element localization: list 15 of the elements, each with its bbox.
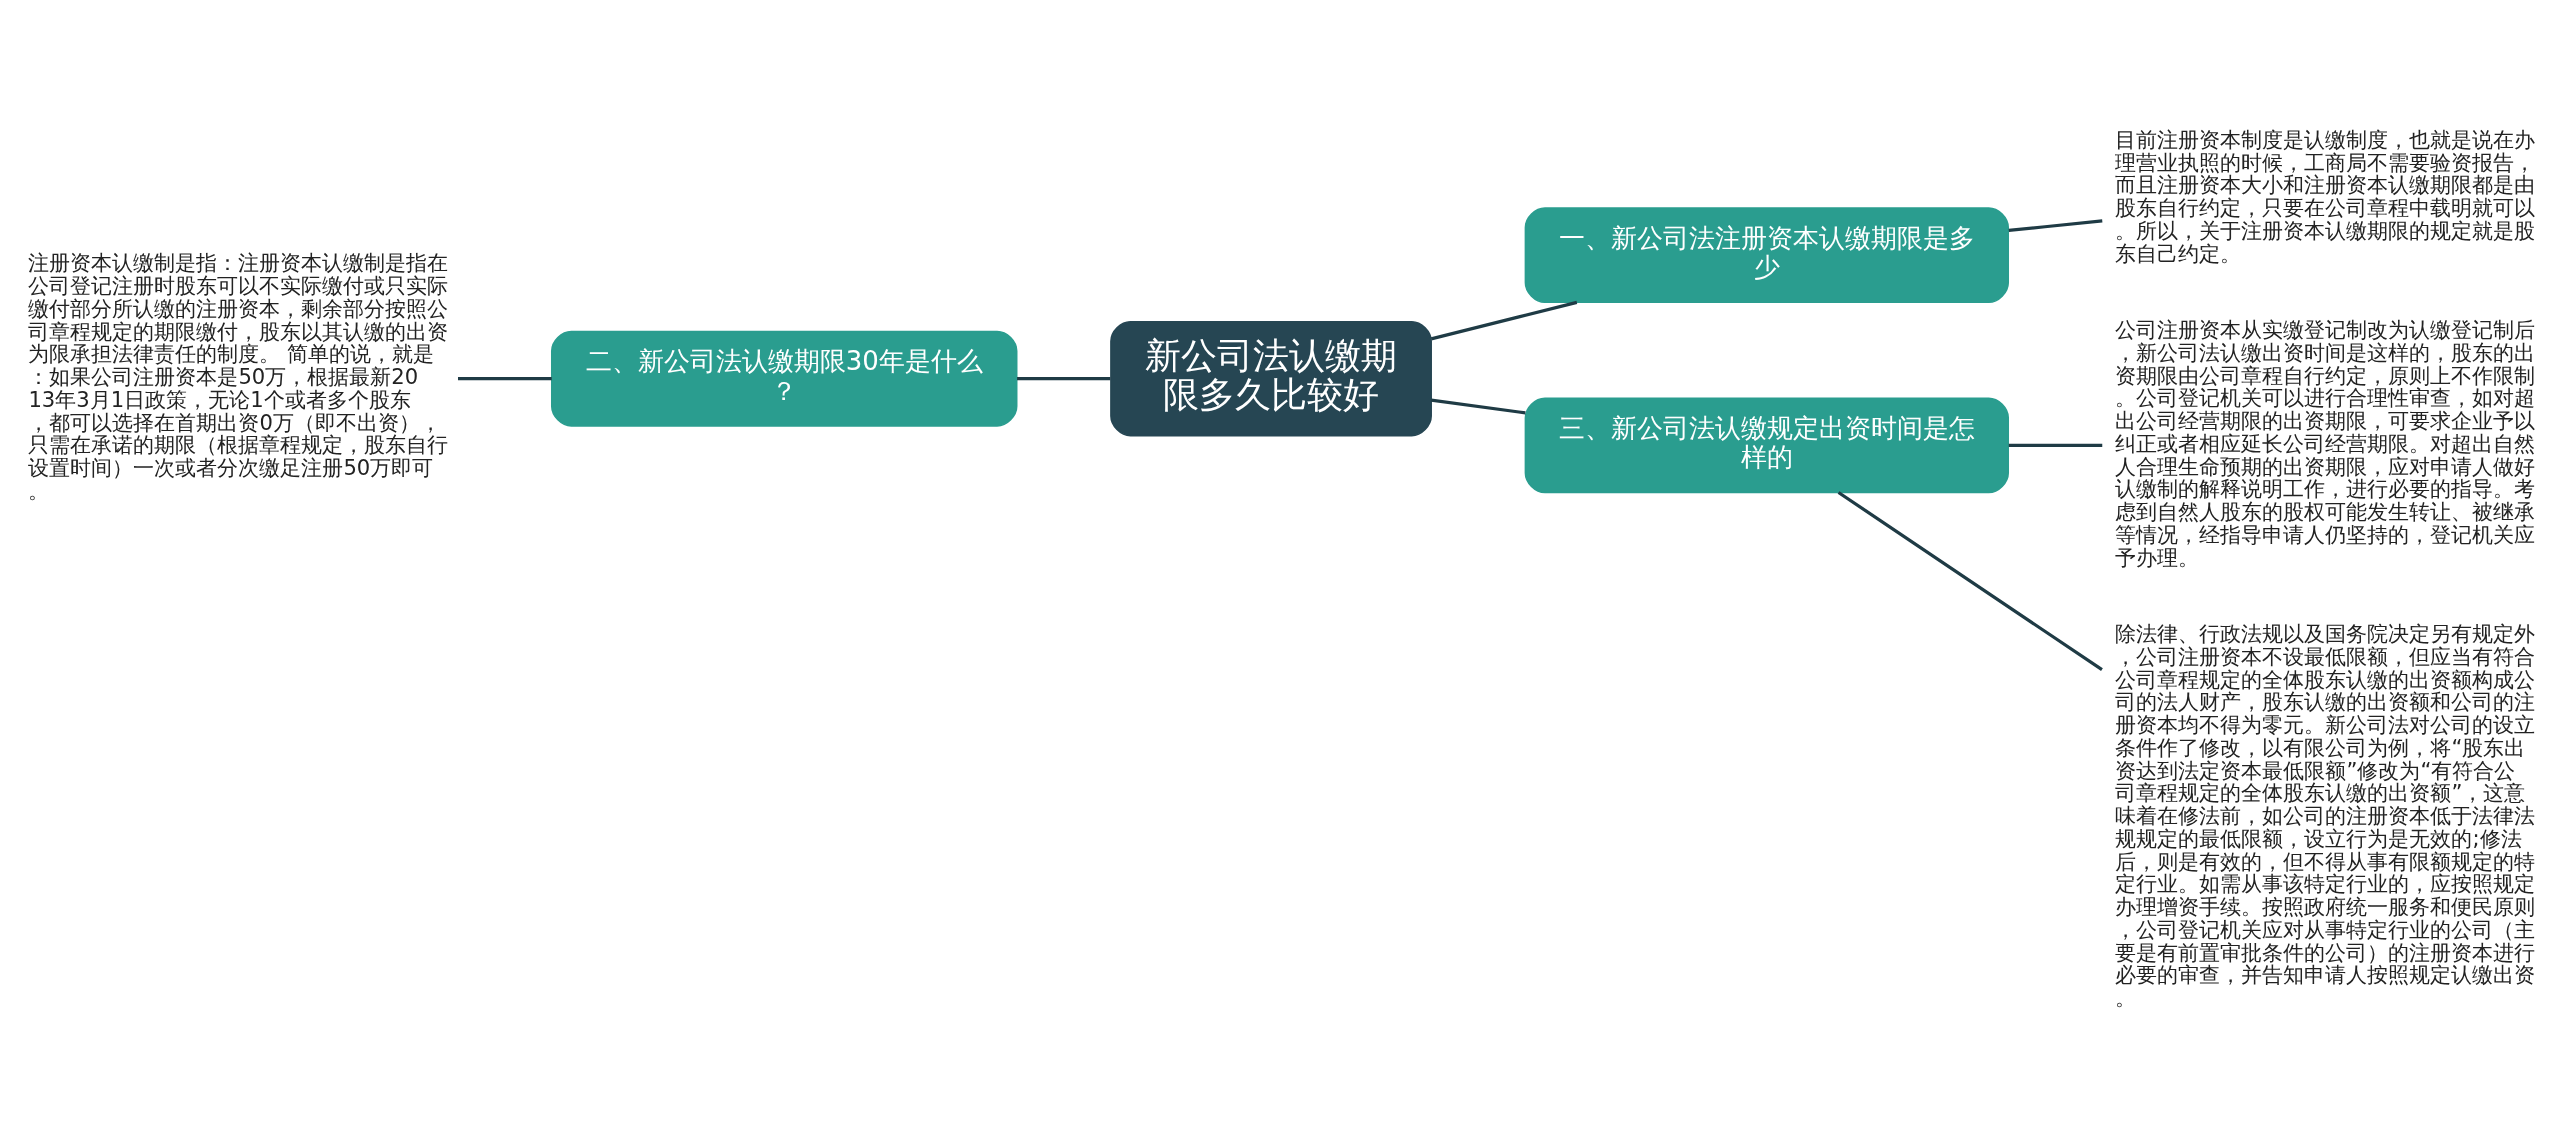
node-text: 目前注册资本制度是认缴制度，也就是说在办理营业执照的时候，工商局不需要验资报告，而且注册资本大小和注册资本认缴期限都是由股东自行约定，只要在公司章程中载明就可以。所以，关于注册资本认缴期限的规定就是股东自己约定。 — [2115, 126, 2536, 266]
connector — [458, 377, 552, 381]
node-text: 除法律、行政法规以及国务院决定另有规定外，公司注册资本不设最低限额，但应当有符合公司章程规定的全体股东认缴的出资额构成公司的法人财产，股东认缴的出资额和公司的注册资本均不得为零元。新公司法对公司的设立条件作了修改，以有限公司为例，将“股东出资达到法定资本最低限额”修改为“有符合公司章程规定的全体股东认缴的出资额”，这意味着在修法前，如公司的注册资本低于法律法规规定的最低限额，设立行为是无效的;修法后，则是有效的，但不得从事有限额规定的特定行业。如需从事该特定行业的，应按照规定办理增资手续。按照政府统一服务和便民原则，公司登记机关应对从事特定行业的公司（主要是有前置审批条件的公司）的注册资本进行必要的审查，并告知申请人按照规定认缴出资。 — [2115, 621, 2536, 1011]
node-box: 三、新公司法认缴规定出资时间是怎样的 — [1524, 397, 2009, 494]
node-box: 二、新公司法认缴期限30年是什么？ — [551, 330, 1018, 427]
node-box: 新公司法认缴期限多久比较好 — [1110, 321, 1432, 437]
node-text: 注册资本认缴制是指：注册资本认缴制是指在公司登记注册时股东可以不实际缴付或只实际缴付部分所认缴的注册资本，剩余部分按照公司章程规定的期限缴付，股东以其认缴的出资为限承担法律责任的制度。 简单的说，就是：如果公司注册资本是50万，根据最新2013年3月1日政策，无论1个或者多个股东，都可以选择在首期出资0万（即不出资），只需在承诺的期限（根据章程规定，股东自行设置时间）一次或者分次缴足注册50万即可。 — [28, 250, 449, 504]
connector — [1431, 398, 1526, 415]
node-box: 一、新公司法注册资本认缴期限是多少 — [1524, 207, 2009, 304]
connector — [1017, 377, 1111, 381]
connector — [2008, 219, 2103, 233]
connector — [2008, 443, 2103, 447]
connector — [1837, 491, 2103, 671]
node-text: 公司注册资本从实缴登记制改为认缴登记制后，新公司法认缴出资时间是这样的，股东的出资期限由公司章程自行约定，原则上不作限制。公司登记机关可以进行合理性审查，如对超出公司经营期限的出资期限，可要求企业予以纠正或者相应延长公司经营期限。对超出自然人合理生命预期的出资期限，应对申请人做好认缴制的解释说明工作，进行必要的指导。考虑到自然人股东的股权可能发生转让、被继承等情况，经指导申请人仍坚持的，登记机关应予办理。 — [2115, 317, 2536, 570]
connector — [1430, 300, 1578, 341]
